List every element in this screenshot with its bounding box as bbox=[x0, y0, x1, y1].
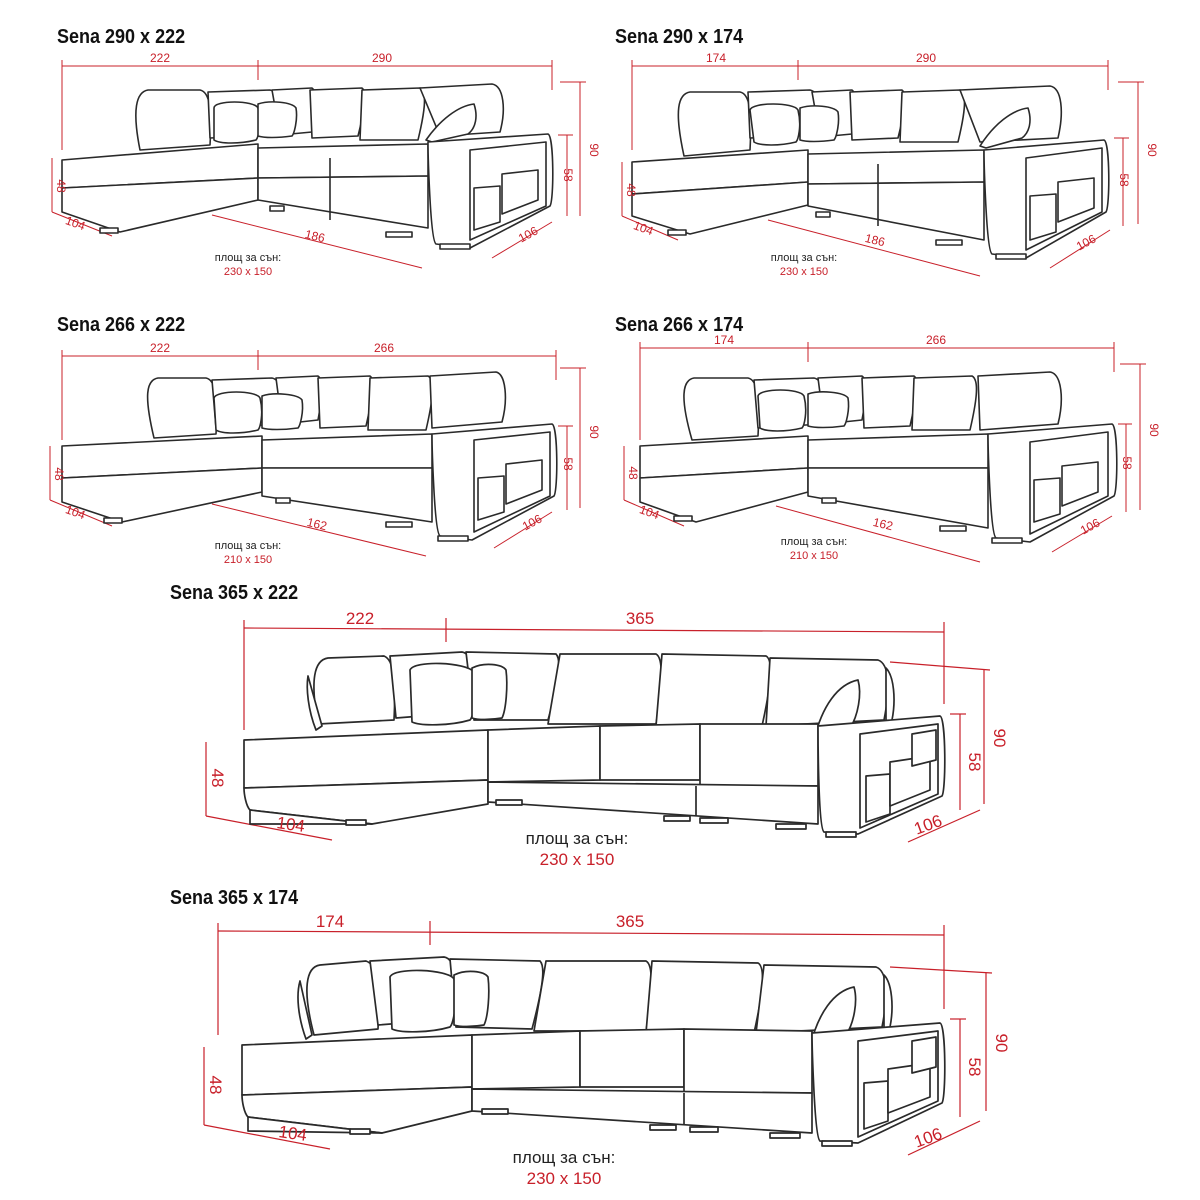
sleep-area: площ за сън: 230 x 150 bbox=[771, 252, 837, 280]
sleep-area-label: площ за сън: bbox=[214, 252, 282, 264]
diagram-panel-365x174: Sena 365 x 174 bbox=[0, 885, 1200, 1200]
dim-left-width: 174 bbox=[316, 912, 344, 931]
sleep-area: площ за сън: 210 x 150 bbox=[215, 540, 281, 568]
dim-arm: 106 bbox=[516, 223, 541, 245]
sleep-area-value: 230 x 150 bbox=[223, 265, 273, 278]
panel-title: Sena 290 x 174 bbox=[615, 26, 744, 48]
dim-left-width: 222 bbox=[150, 341, 170, 355]
dim-right-width: 290 bbox=[916, 51, 936, 65]
sleep-area-label: площ за сън: bbox=[525, 829, 629, 848]
sleep-area-value: 230 x 150 bbox=[779, 265, 829, 278]
panel-title: Sena 266 x 174 bbox=[615, 314, 744, 336]
dim-right-width: 365 bbox=[616, 912, 644, 931]
sofa-drawing: 174 365 90 58 48 104 106 bbox=[203, 912, 1011, 1156]
dim-height: 90 bbox=[587, 143, 601, 157]
dim-depth: 104 bbox=[638, 502, 662, 522]
dim-seat: 58 bbox=[965, 753, 984, 772]
dim-height: 90 bbox=[990, 729, 1009, 748]
sleep-area-label: площ за сън: bbox=[770, 252, 838, 264]
sleep-area: площ за сън: 230 x 150 bbox=[526, 828, 629, 871]
sleep-area-label: площ за сън: bbox=[780, 536, 848, 548]
diagram-panel-266x174: Sena 266 x 174 bbox=[600, 300, 1200, 585]
sleep-area: площ за сън: 210 x 150 bbox=[781, 536, 847, 564]
sleep-area-label: площ за сън: bbox=[214, 540, 282, 552]
sleep-area-value: 230 x 150 bbox=[526, 1169, 602, 1189]
diagram-panel-365x222: Sena 365 x 222 bbox=[0, 580, 1200, 880]
sofa-drawing: 174 266 90 58 48 104 162 106 bbox=[623, 333, 1161, 563]
sleep-area: площ за сън: 230 x 150 bbox=[513, 1147, 616, 1190]
dim-seat: 58 bbox=[965, 1058, 984, 1077]
dim-height: 90 bbox=[587, 425, 601, 439]
dim-height: 90 bbox=[992, 1034, 1011, 1053]
dim-low: 48 bbox=[208, 769, 227, 788]
dim-mid: 186 bbox=[304, 227, 327, 246]
dim-depth: 104 bbox=[64, 502, 88, 522]
dim-seat: 58 bbox=[561, 457, 575, 471]
panel-title: Sena 266 x 222 bbox=[57, 314, 186, 336]
dim-seat: 58 bbox=[1120, 456, 1134, 470]
dim-mid: 162 bbox=[306, 515, 329, 534]
dim-seat: 58 bbox=[561, 168, 575, 182]
panel-title: Sena 365 x 174 bbox=[170, 887, 299, 909]
sleep-area-value: 210 x 150 bbox=[223, 553, 273, 566]
dim-left-width: 222 bbox=[346, 609, 374, 628]
dim-low: 48 bbox=[626, 466, 640, 480]
dim-depth: 104 bbox=[64, 213, 88, 233]
sofa-drawing: 174 290 90 58 48 104 186 106 bbox=[621, 51, 1159, 277]
dim-seat: 58 bbox=[1117, 173, 1131, 187]
dim-depth: 104 bbox=[277, 1122, 308, 1145]
sleep-area-value: 230 x 150 bbox=[539, 850, 615, 870]
dim-left-width: 222 bbox=[150, 51, 170, 65]
dim-right-width: 266 bbox=[926, 333, 946, 347]
dim-right-width: 365 bbox=[626, 609, 654, 628]
dim-mid: 162 bbox=[872, 515, 895, 534]
dim-low: 48 bbox=[54, 179, 68, 193]
diagram-panel-266x222: Sena 266 x 222 bbox=[0, 300, 601, 585]
dim-height: 90 bbox=[1145, 143, 1159, 157]
dim-mid: 186 bbox=[864, 231, 887, 250]
dim-left-width: 174 bbox=[714, 333, 734, 347]
sleep-area-label: площ за сън: bbox=[512, 1148, 616, 1167]
dim-low: 48 bbox=[52, 467, 66, 481]
dim-right-width: 266 bbox=[374, 341, 394, 355]
dim-low: 48 bbox=[206, 1076, 225, 1095]
dim-arm: 106 bbox=[912, 811, 945, 839]
dim-low: 48 bbox=[624, 183, 638, 197]
diagram-panel-290x222: Sena 290 x 222 bbox=[0, 0, 601, 300]
dim-right-width: 290 bbox=[372, 51, 392, 65]
dim-height: 90 bbox=[1147, 423, 1161, 437]
panel-title: Sena 290 x 222 bbox=[57, 26, 186, 48]
sofa-drawing: 222 290 90 58 48 104 186 106 bbox=[51, 51, 601, 269]
dim-arm: 106 bbox=[912, 1124, 945, 1152]
dim-depth: 104 bbox=[275, 813, 306, 836]
diagram-panel-290x174: Sena 290 x 174 bbox=[600, 0, 1200, 300]
dim-left-width: 174 bbox=[706, 51, 726, 65]
dim-depth: 104 bbox=[632, 218, 656, 238]
sofa-drawing: 222 365 90 58 48 104 106 bbox=[205, 609, 1009, 843]
sleep-area: площ за сън: 230 x 150 bbox=[215, 252, 281, 280]
panel-title: Sena 365 x 222 bbox=[170, 582, 299, 604]
sleep-area-value: 210 x 150 bbox=[789, 549, 839, 562]
sofa-drawing: 222 266 90 58 48 104 162 106 bbox=[49, 341, 601, 557]
